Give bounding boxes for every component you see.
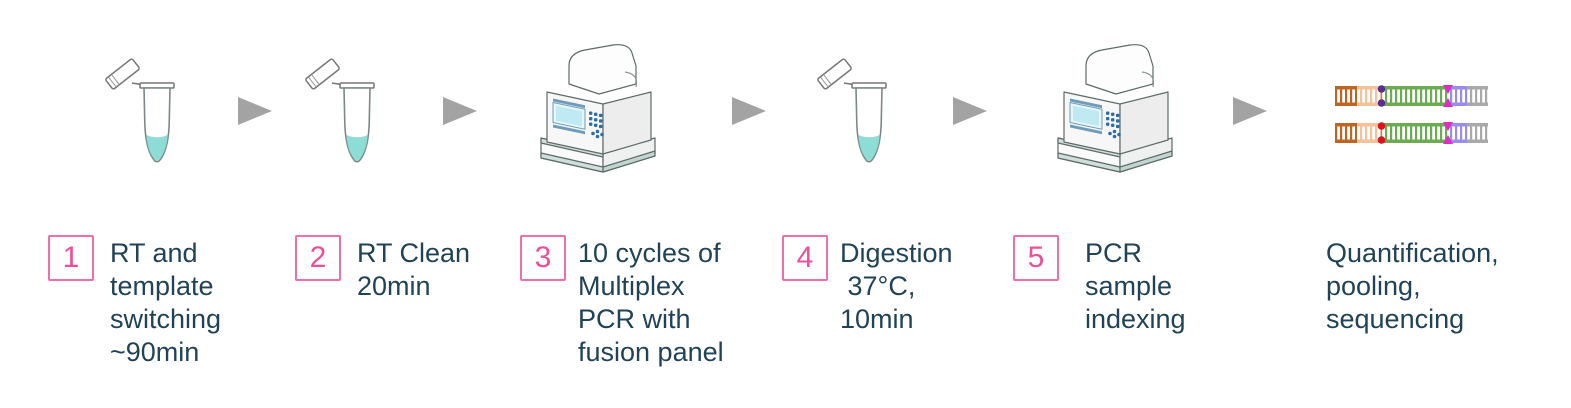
step-number-badge: 2 <box>295 235 341 281</box>
thermocycler-icon <box>1057 44 1173 173</box>
arrow-right-icon <box>953 97 987 125</box>
step-number-badge: 5 <box>1013 235 1059 281</box>
tube-icon <box>817 58 887 163</box>
thermocycler-keypad <box>589 111 604 139</box>
arrow-right-icon <box>732 97 766 125</box>
step-label: RT and template switching ~90min <box>110 238 222 367</box>
thermocycler-icon <box>540 44 656 173</box>
tube-icon <box>105 58 175 163</box>
tube-liquid <box>146 135 168 161</box>
arrow-right-icon <box>238 97 272 125</box>
arrow-right-icon <box>1233 97 1267 125</box>
thermocycler-screen <box>552 98 586 135</box>
step-number-badge: 4 <box>782 235 828 281</box>
library-molecule-1 <box>1335 85 1488 107</box>
library-molecules-icon <box>1335 85 1488 144</box>
step-label: 10 cycles of Multiplex PCR with fusion p… <box>578 238 724 367</box>
tube-icon <box>305 58 375 163</box>
tube-lid <box>105 58 140 90</box>
step-label: RT Clean 20min <box>357 238 471 301</box>
step-label: PCR sample indexing <box>1085 238 1186 334</box>
library-molecule-2 <box>1335 122 1488 144</box>
step-number-badge: 3 <box>520 235 566 281</box>
arrow-right-icon <box>443 97 477 125</box>
step-label: Digestion 37°C, 10min <box>840 238 953 334</box>
step-number-badge: 1 <box>48 235 94 281</box>
step-label: Quantification, pooling, sequencing <box>1326 238 1499 334</box>
